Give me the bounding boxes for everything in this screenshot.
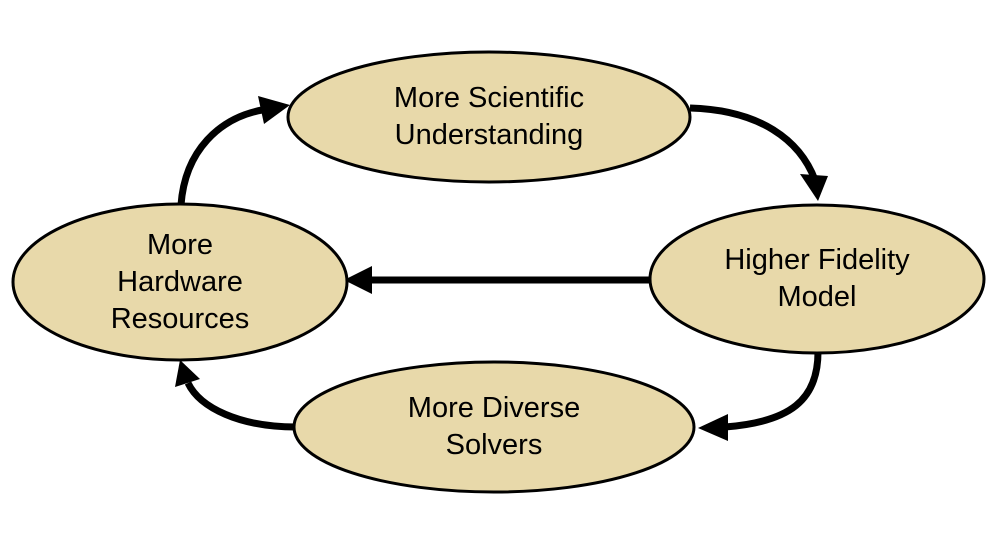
arrowhead-solvers	[698, 414, 728, 441]
label-solvers-line-1: More Diverse	[407, 392, 581, 424]
node-more-hardware-resources	[11, 202, 349, 362]
node-higher-fidelity-model	[648, 203, 986, 355]
label-fidelity-line-1: Higher Fidelity	[724, 244, 910, 276]
arrowhead-scientific	[258, 96, 290, 124]
label-hardware-line-3: Resources	[110, 302, 250, 335]
label-solvers-line-2: Solvers	[445, 429, 543, 461]
edge-fidelity-to-solvers	[724, 351, 822, 431]
edge-solvers-to-hardware	[184, 381, 297, 431]
edge-scientific-to-fidelity	[689, 104, 819, 182]
arrowhead-hardware-middle	[344, 266, 372, 294]
label-fidelity-line-2: Model	[777, 281, 857, 313]
arrowhead-fidelity	[800, 174, 828, 201]
label-scientific-line-1: More Scientific	[393, 82, 585, 114]
arrowhead-hardware-bottom	[175, 360, 200, 387]
label-higher-fidelity-model: Higher Fidelity Model	[650, 205, 984, 353]
label-scientific-understanding: More Scientific Understanding	[289, 52, 689, 182]
edge-hardware-to-scientific	[177, 106, 263, 206]
label-hardware-line-1: More	[146, 228, 214, 261]
node-more-diverse-solvers	[292, 360, 696, 494]
label-hardware-line-2: Hardware	[117, 265, 243, 298]
label-scientific-line-2: Understanding	[394, 119, 584, 151]
node-scientific-understanding	[286, 50, 692, 184]
label-more-diverse-solvers: More Diverse Solvers	[294, 362, 694, 492]
label-more-hardware-resources: More Hardware Resources	[13, 204, 347, 360]
